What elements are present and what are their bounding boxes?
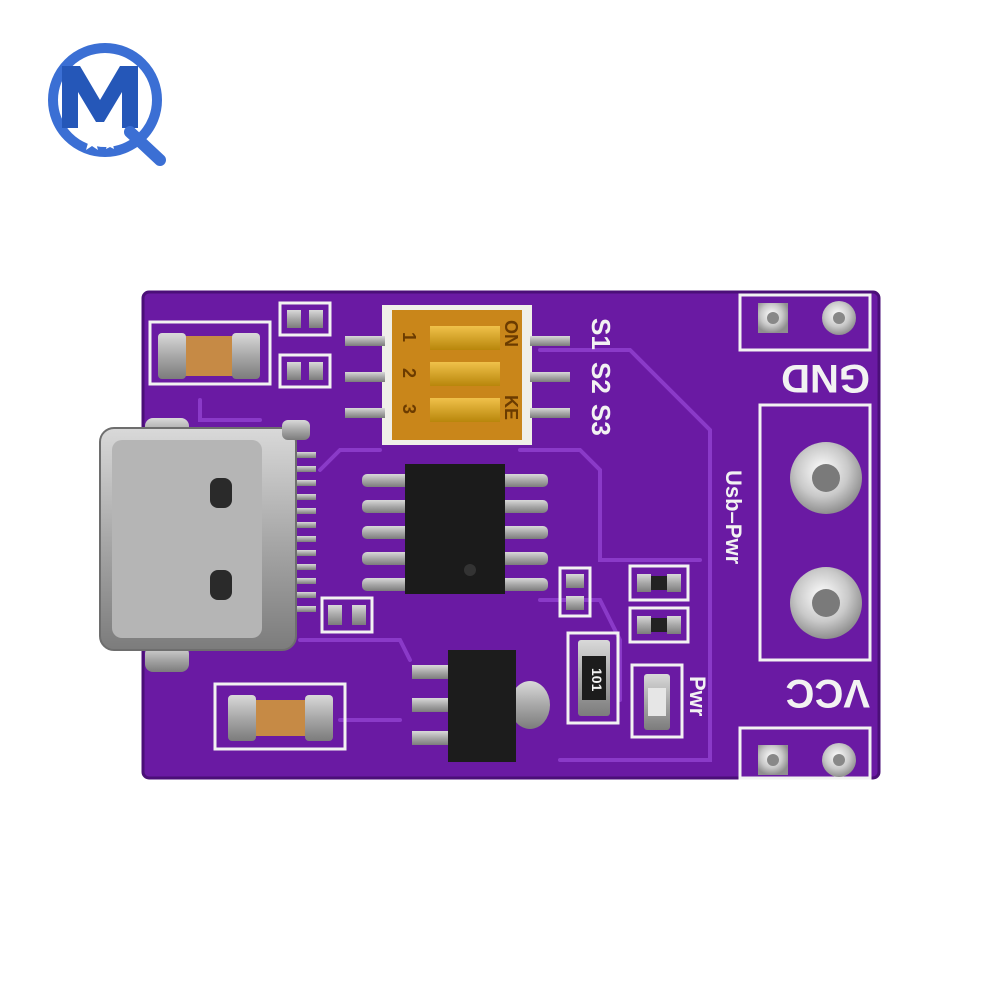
dip-switch: ON KE 1 2 3 xyxy=(345,305,570,445)
voltage-regulator xyxy=(412,650,550,762)
vcc-header-pins xyxy=(758,743,856,777)
power-pads xyxy=(790,442,862,639)
pcb-board: S1 S2 S3 GND VCC Usb–Pwr Pwr xyxy=(99,290,881,780)
label-usb-pwr: Usb–Pwr xyxy=(721,470,746,565)
usb-c-connector xyxy=(99,418,316,672)
capacitor-bottom-left xyxy=(228,695,333,741)
dip-number-3: 3 xyxy=(399,404,419,414)
ic-chip xyxy=(362,464,548,594)
dip-on-label: ON xyxy=(501,320,521,347)
silkscreen-outlines xyxy=(148,293,872,780)
resistor-code: 101 xyxy=(589,668,605,692)
label-vcc: VCC xyxy=(786,671,870,715)
mq-logo-icon: MQ xyxy=(0,0,166,166)
power-led xyxy=(644,674,670,730)
dip-number-1: 1 xyxy=(399,332,419,342)
dip-number-2: 2 xyxy=(399,368,419,378)
label-s2: S2 xyxy=(586,362,616,394)
label-pwr: Pwr xyxy=(685,676,710,717)
capacitor-top-left xyxy=(158,333,260,379)
resistor-101: 101 xyxy=(578,640,610,716)
label-s3: S3 xyxy=(586,404,616,436)
label-s1: S1 xyxy=(586,318,616,350)
smd-bodies-small xyxy=(651,576,667,632)
smd-pads-small xyxy=(287,310,681,634)
label-gnd: GND xyxy=(781,356,870,400)
logo-text: MQ xyxy=(0,0,2,1)
gnd-header-pins xyxy=(758,301,856,335)
dip-ke-label: KE xyxy=(501,395,521,420)
